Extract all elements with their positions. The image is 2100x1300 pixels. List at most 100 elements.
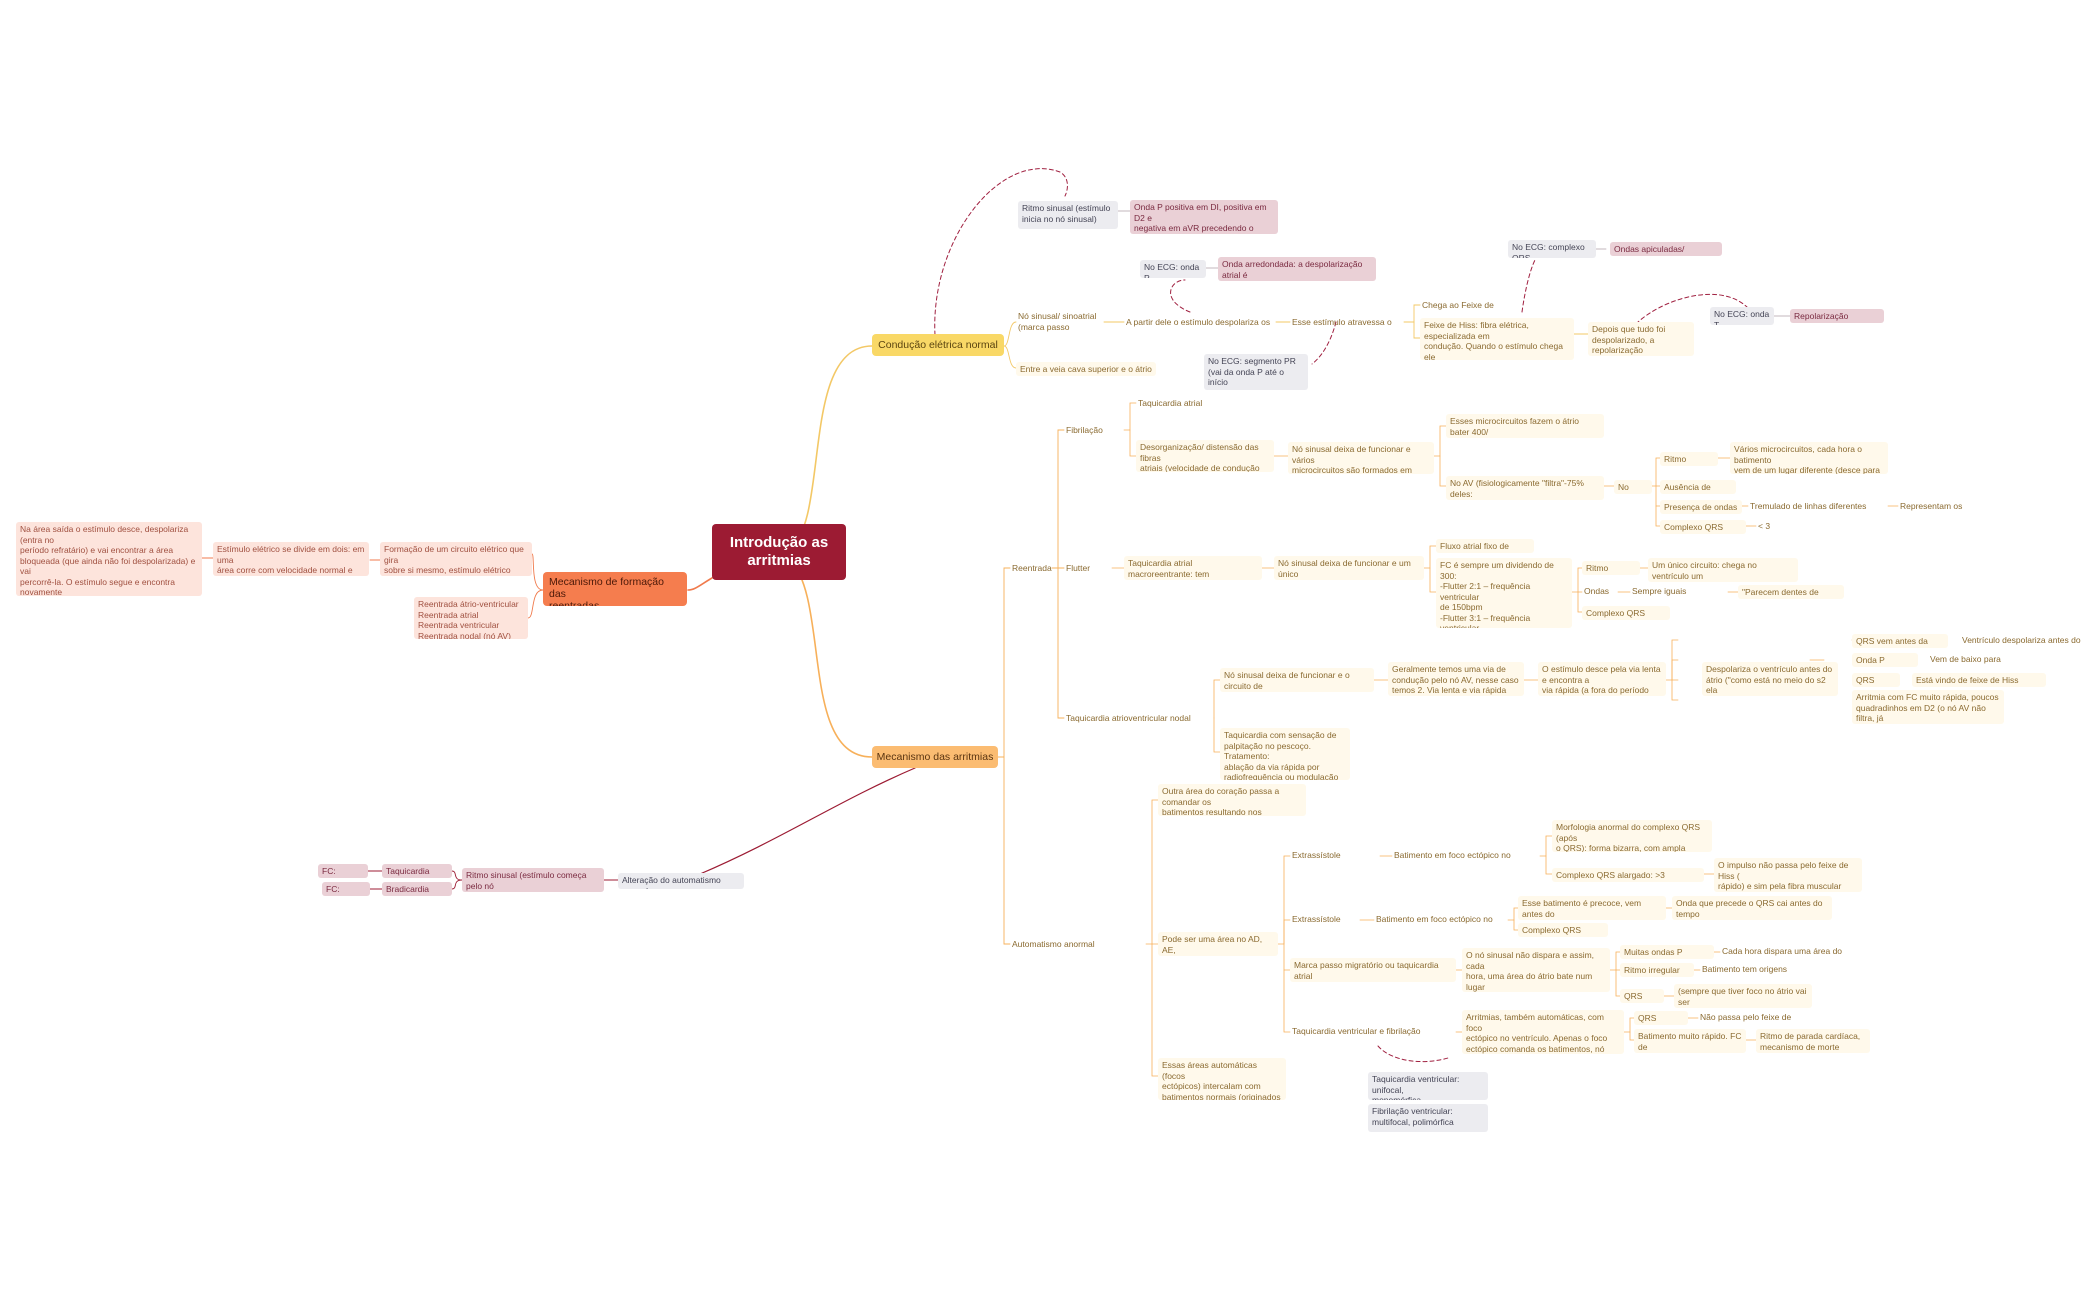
node-ondas-apiculadas[interactable]: Ondas apiculadas/ pontiagudas [1610,242,1722,256]
node-varios-micro[interactable]: Vários microcircuitos, cada hora o batim… [1730,442,1888,474]
node-depois[interactable]: Depois que tudo foi despolarizado, a rep… [1588,322,1694,356]
node-estimulo-divide[interactable]: Estímulo elétrico se divide em dois: em … [213,542,369,576]
node-qrs-estreito-tavn[interactable]: QRS estreito [1852,673,1900,687]
node-ritmo-regular[interactable]: Ritmo regular [1582,561,1640,575]
node-tavn[interactable]: Taquicardia atrioventricular nodal (TAVN… [1066,713,1191,726]
node-tres-quad[interactable]: < 3 quadradinhos [1758,521,1810,534]
node-nao-passa[interactable]: Não passa pelo feixe de Hiss [1700,1012,1792,1025]
node-estimulo-desce[interactable]: O estímulo desce pela via lenta e encont… [1538,662,1666,696]
node-fa-no-av[interactable]: No AV (fisiologicamente "filtra"-75% del… [1446,476,1604,500]
node-fa-microcircuitos[interactable]: Esses microcircuitos fazem o átrio bater… [1446,414,1604,438]
node-onda-precede[interactable]: Onda que precede o QRS cai antes do temp… [1672,896,1832,920]
node-ecg-onda-t[interactable]: No ECG: onda T [1710,307,1774,325]
node-ecg-qrs[interactable]: No ECG: complexo QRS [1508,240,1596,258]
node-arritmias-tambem[interactable]: Arritmias, também automáticas, com foco … [1462,1010,1624,1054]
branch-formacao[interactable]: Mecanismo de formação das reentradas [543,572,687,606]
node-na-area-saida[interactable]: Na área saída o estímulo desce, despolar… [16,522,202,596]
node-repolarizacao[interactable]: Repolarização ventricular [1790,309,1884,323]
node-sempre-foco[interactable]: (sempre que tiver foco no átrio vai ser … [1674,984,1812,1008]
node-alt-ritmo-sinusal[interactable]: Ritmo sinusal (estímulo começa pelo nó s… [462,868,604,892]
node-flutter[interactable]: Flutter atrial [1066,563,1091,576]
node-ritmo-irregular[interactable]: Ritmo irregular [1660,452,1718,466]
node-pode-ser[interactable]: Pode ser uma área no AD, AE, ventrículo … [1158,932,1278,956]
node-tremulado[interactable]: Tremulado de linhas diferentes entre si [1750,501,1867,514]
node-ritmo-sinusal[interactable]: Ritmo sinusal (estímulo inicia no nó sin… [1018,201,1118,229]
node-automatismo[interactable]: Automatismo anormal (extrassístoles) [1012,939,1095,952]
node-tavn-no-sinusal[interactable]: Nó sinusal deixa de funcionar e o circui… [1220,668,1374,692]
node-foco-atrio[interactable]: Batimento em foco ectópico no átrio [1376,914,1493,927]
node-a-partir[interactable]: A partir dele o estímulo despolariza os … [1126,317,1271,330]
node-extra-atrial[interactable]: Extrassístole atrial [1292,914,1341,927]
node-foco-vent[interactable]: Batimento em foco ectópico no ventrículo [1394,850,1511,863]
node-alteracao-automatismo[interactable]: Alteração do automatismo normal [618,873,744,889]
node-cada-hora[interactable]: Cada hora dispara uma área do átrio [1722,946,1843,959]
branch-conducao[interactable]: Condução elétrica normal [872,334,1004,356]
node-fc-100[interactable]: FC: >100bpm [318,864,368,878]
node-taqui-sensacao[interactable]: Taquicardia com sensação de palpitação n… [1220,728,1350,780]
node-ritmo-irreg-mp[interactable]: Ritmo irregular [1620,963,1694,977]
node-tv-fv[interactable]: Taquicardia ventricular e fibrilação ven… [1292,1026,1421,1039]
node-formacao-circuito[interactable]: Formação de um circuito elétrico que gir… [380,542,532,576]
node-batimento-rapido[interactable]: Batimento muito rápido. FC de aproximada… [1634,1029,1746,1053]
node-taqui-micro[interactable]: Taquicardia atrial microreentrante [1138,398,1203,411]
node-impulso-nao[interactable]: O impulso não passa pelo feixe de Hiss (… [1714,858,1862,892]
node-sempre-igual[interactable]: Sempre iguais (regulares) [1632,586,1687,599]
node-unico-circuito[interactable]: Um único circuito: chega no ventrículo u… [1648,558,1798,582]
node-essas-areas[interactable]: Essas áreas automáticas (focos ectópicos… [1158,1058,1286,1100]
node-duas-vias[interactable]: Geralmente temos uma via de condução pel… [1388,662,1524,696]
node-vindo-his[interactable]: Está vindo de feixe de Hiss [1912,673,2046,687]
node-taqui-sinusal[interactable]: Taquicardia sinusal [382,864,452,878]
node-onda-arredondada[interactable]: Onda arredondada: a despolarização atria… [1218,257,1376,281]
node-morfologia[interactable]: Morfologia anormal do complexo QRS (após… [1552,820,1712,852]
node-fv-multi[interactable]: Fibrilação ventricular: multifocal, poli… [1368,1104,1488,1132]
branch-mecanismo[interactable]: Mecanismo das arritmias [872,746,998,768]
node-presenca-f[interactable]: Presença de ondas f [1660,500,1742,514]
node-onda-p-neg[interactable]: Onda P negativa [1852,653,1918,667]
node-qrs-alargado-tv[interactable]: QRS alargado [1634,1011,1688,1025]
node-qrs-antes-p[interactable]: QRS vem antes da onda P [1852,634,1948,648]
node-representam[interactable]: Representam os microcircuitos [1900,501,1963,514]
node-desorganizacao[interactable]: Desorganização/ distensão das fibras atr… [1136,440,1274,472]
node-fibrilacao-atrial[interactable]: Fibrilação atrial [1066,425,1103,438]
node-vent-antes-atrio[interactable]: Ventrículo despolariza antes do átrio [1962,635,2081,648]
node-fc-divisor[interactable]: FC é sempre um dividendo de 300: -Flutte… [1436,558,1572,628]
node-ritmo-parada[interactable]: Ritmo de parada cardíaca, mecanismo de m… [1756,1029,1870,1053]
node-onda-p-positiva[interactable]: Onda P positiva em DI, positiva em D2 e … [1130,200,1278,234]
node-ondas-f[interactable]: Ondas F [1584,586,1610,599]
node-qrs-alargado[interactable]: Complexo QRS alargado: >3 quadradinhos [1552,868,1704,882]
node-qrs-estreito[interactable]: Complexo QRS estreito [1660,520,1746,534]
node-arritmia-fc[interactable]: Arritmia com FC muito rápida, poucos qua… [1852,690,2004,724]
node-tipos-reentrada[interactable]: Reentrada átrio-ventricular Reentrada at… [414,597,528,639]
node-extra-vent[interactable]: Extrassístole ventricular [1292,850,1341,863]
node-atravessa[interactable]: Esse estímulo atravessa o nó AV [1292,317,1392,330]
node-entre-veia[interactable]: Entre a veia cava superior e o átrio dir… [1016,362,1156,376]
root-topic[interactable]: Introdução as arritmias [712,524,846,580]
node-tv-mono[interactable]: Taquicardia ventricular: unifocal, monom… [1368,1072,1488,1100]
node-fc-60[interactable]: FC: >60bpm [322,882,370,896]
node-feixe-his[interactable]: Feixe de Hiss: fibra elétrica, especiali… [1420,318,1574,360]
node-ecg-onda-p[interactable]: No ECG: onda P [1140,260,1206,278]
node-taqui-macro[interactable]: Taquicardia atrial macroreentrante: tem … [1124,556,1262,580]
node-no-sinusal-nao[interactable]: O nó sinusal não dispara e assim, cada h… [1462,948,1610,992]
node-no-ecg[interactable]: No ECG [1614,480,1652,494]
node-ausencia-p[interactable]: Ausência de onda P [1660,480,1736,494]
node-vem-baixo[interactable]: Vem de baixo para cima [1930,654,2001,667]
node-bradi-sinusal[interactable]: Bradicardia sinusal [382,882,452,896]
node-fa-no-sinusal[interactable]: Nó sinusal deixa de funcionar e vários m… [1288,442,1434,474]
node-fluxo-300[interactable]: Fluxo atrial fixo de 300bpm [1436,539,1534,553]
node-qrs-alargado-atr[interactable]: Complexo QRS alargado [1518,923,1608,937]
node-qrs-estreito-fl[interactable]: Complexo QRS estreito [1582,606,1670,620]
node-esse-batimento[interactable]: Esse batimento é precoce, vem antes do b… [1518,896,1666,920]
node-chega-his[interactable]: Chega ao Feixe de Hiss [1422,300,1494,313]
node-outra-area[interactable]: Outra área do coração passa a comandar o… [1158,784,1306,816]
node-fl-no-sinusal[interactable]: Nó sinusal deixa de funcionar e um único… [1274,556,1424,580]
node-batimento-origens[interactable]: Batimento tem origens diferentes [1702,964,1788,977]
node-qrs-estreito-mp[interactable]: QRS estreito [1620,989,1664,1003]
node-marca-passo[interactable]: Marca passo migratório ou taquicardia at… [1290,958,1456,982]
node-no-sinusal[interactable]: Nó sinusal/ sinoatrial (marca passo fisi… [1018,311,1097,334]
node-despolariza-vent[interactable]: Despolariza o ventrículo antes do átrio … [1702,662,1838,696]
node-dentes-serrote[interactable]: "Parecem dentes de serrote" [1738,585,1844,599]
node-segmento-pr[interactable]: No ECG: segmento PR (vai da onda P até o… [1204,354,1308,390]
node-muitas-p[interactable]: Muitas ondas P diferentes [1620,945,1714,959]
node-reentrada[interactable]: Reentrada [1012,563,1052,573]
